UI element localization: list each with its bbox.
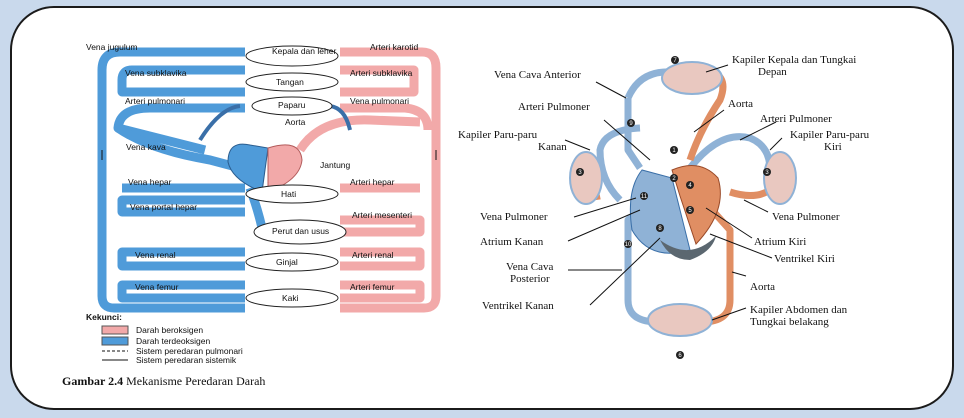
label-vena-pulmonari: Vena pulmonari <box>350 96 409 106</box>
capillary-head <box>662 62 722 94</box>
label-arteri-femur: Arteri femur <box>350 282 395 292</box>
label-vena-hepar: Vena hepar <box>128 177 172 187</box>
legend-title: Kekunci: <box>86 312 122 322</box>
legend: Kekunci: Darah beroksigen Darah terdeoks… <box>86 312 243 365</box>
label-kapiler-abdomen-2: Tungkai belakang <box>750 316 829 328</box>
label-kaki: Kaki <box>282 293 299 303</box>
legend-systemic-label: Sistem peredaran sistemik <box>136 355 237 365</box>
leader-vp-right <box>744 200 768 212</box>
label-arteri-karotid: Arteri karotid <box>370 42 418 52</box>
label-vena-portal-hepar: Vena portal hepar <box>130 202 197 212</box>
label-atrium-kanan: Atrium Kanan <box>480 236 544 248</box>
label-kepala: Kepala dan leher <box>272 46 336 56</box>
label-vena-cava-anterior: Vena Cava Anterior <box>494 69 581 81</box>
label-arteri-pulmonari: Arteri pulmonari <box>125 96 185 106</box>
leader-kpkiri <box>770 138 782 150</box>
arteri-pulmoner-left-vessel <box>690 137 770 170</box>
leader-kpk <box>565 140 590 150</box>
label-perut: Perut dan usus <box>272 226 329 236</box>
label-paru: Paparu <box>278 100 306 110</box>
label-arteri-renal: Arteri renal <box>352 250 394 260</box>
leader-aorta-bottom <box>732 272 746 276</box>
label-kapiler-abdomen-1: Kapiler Abdomen dan <box>750 304 848 316</box>
label-arteri-pulmoner-right: Arteri Pulmoner <box>760 113 832 125</box>
label-arteri-hepar: Arteri hepar <box>350 177 395 187</box>
label-ventrikel-kiri: Ventrikel Kiri <box>774 253 835 265</box>
label-vena-pulmoner-left: Vena Pulmoner <box>480 211 548 223</box>
left-circulation-diagram: Vena jugulum Kepala dan leher Arteri kar… <box>86 42 436 365</box>
deoxygenated-vessels <box>102 52 262 308</box>
aorta-arch <box>300 120 420 150</box>
label-aorta-top: Aorta <box>728 98 753 110</box>
label-vena-femur: Vena femur <box>135 282 179 292</box>
label-kapiler-kepala-1: Kapiler Kepala dan Tungkai <box>732 54 856 66</box>
label-arteri-mesenteri: Arteri mesenteri <box>352 210 412 220</box>
label-vena-cava-posterior-1: Vena Cava <box>506 261 553 273</box>
figure-caption: Gambar 2.4 Mekanisme Peredaran Darah <box>62 374 265 389</box>
label-aorta-bottom: Aorta <box>750 281 775 293</box>
label-kapiler-kepala-2: Depan <box>758 66 787 78</box>
capillary-lung-left <box>764 152 796 204</box>
label-hati: Hati <box>281 189 296 199</box>
capillary-abdomen <box>648 304 712 336</box>
legend-swatch-deoxy <box>102 337 128 345</box>
label-arteri-subklavika: Arteri subklavika <box>350 68 413 78</box>
label-tangan: Tangan <box>276 77 304 87</box>
label-kapiler-paru-kanan-1: Kapiler Paru-paru <box>458 129 538 141</box>
label-vena-pulmoner-right: Vena Pulmoner <box>772 211 840 223</box>
caption-text: Mekanisme Peredaran Darah <box>126 374 265 388</box>
arteri-mesenteri-loop <box>340 220 420 232</box>
marker-10-text: 10 <box>625 242 632 248</box>
label-vena-kava: Vena kava <box>126 142 166 152</box>
label-vena-cava-posterior-2: Posterior <box>510 273 550 285</box>
label-vena-renal: Vena renal <box>135 250 176 260</box>
label-aorta-left: Aorta <box>285 117 306 127</box>
right-circulation-diagram: 7 9 1 2 4 5 11 8 10 3 3 6 <box>458 54 870 359</box>
marker-11-text: 11 <box>641 194 648 200</box>
leader-vca <box>596 82 626 98</box>
label-atrium-kiri: Atrium Kiri <box>754 236 806 248</box>
legend-deoxy-label: Darah terdeoksigen <box>136 336 210 346</box>
capillary-lung-right <box>570 152 602 204</box>
label-arteri-pulmoner-left: Arteri Pulmoner <box>518 101 590 113</box>
label-kapiler-paru-kiri-2: Kiri <box>824 141 842 153</box>
label-jantung: Jantung <box>320 160 351 170</box>
label-ventrikel-kanan: Ventrikel Kanan <box>482 300 554 312</box>
legend-oxy-label: Darah beroksigen <box>136 325 203 335</box>
caption-label: Gambar 2.4 <box>62 374 123 388</box>
label-kapiler-paru-kiri-1: Kapiler Paru-paru <box>790 129 870 141</box>
label-vena-jugulum: Vena jugulum <box>86 42 138 52</box>
legend-swatch-oxy <box>102 326 128 334</box>
vena-pulmoner-left-vessel <box>730 190 770 196</box>
label-ginjal: Ginjal <box>276 257 298 267</box>
label-vena-subklavika: Vena subklavika <box>125 68 187 78</box>
label-kapiler-paru-kanan-2: Kanan <box>538 141 567 153</box>
